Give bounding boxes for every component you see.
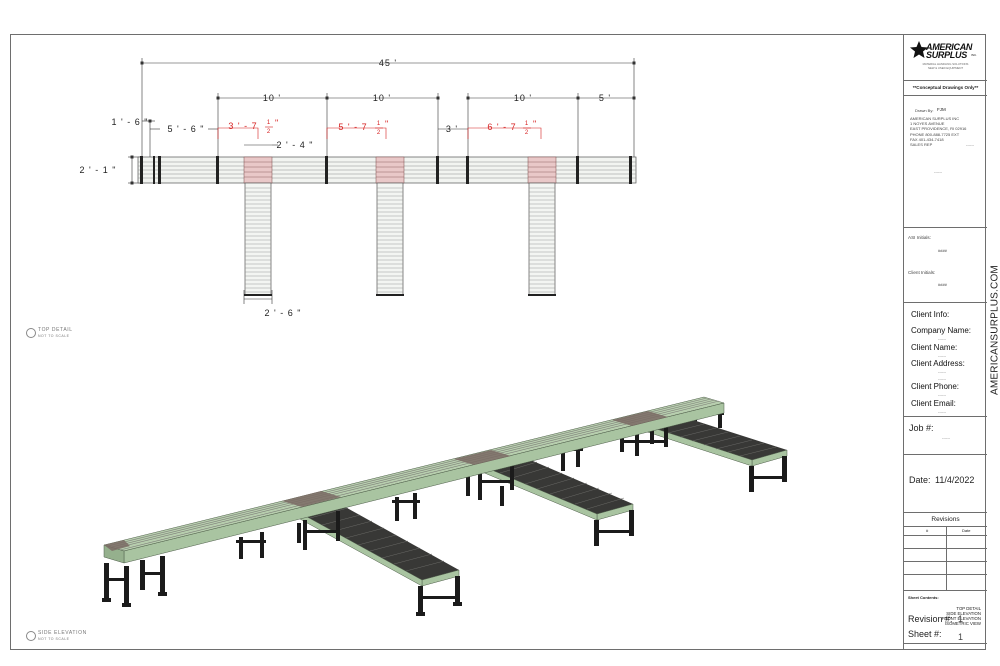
- conceptual-note: **Conceptual Drawings Only**: [904, 80, 987, 95]
- initials-section: ASI Initials: #### Client Initials: ####: [904, 227, 987, 302]
- dim-overall: 45 ': [379, 58, 397, 68]
- revision-number-label: Revision #:: [908, 614, 953, 624]
- job-value: ------: [942, 435, 950, 440]
- detail-marker-icon: [26, 328, 36, 338]
- title-block: AMERICAN SURPLUS INC. MATERIAL HANDLING …: [903, 34, 987, 650]
- sheet-number-value: 1: [958, 632, 964, 642]
- asi-initials-label: ASI Initials:: [908, 235, 931, 240]
- brand-suffix: INC.: [971, 53, 977, 57]
- dim-red-2: 5 ' - 7: [338, 122, 367, 132]
- svg-text:": ": [533, 119, 537, 129]
- website-text[interactable]: AMERICANSURPLUS.COM: [989, 265, 1000, 395]
- top-detail-scale: NOT TO SCALE: [38, 334, 70, 338]
- dim-red-1-den: 2: [267, 129, 271, 135]
- asi-initials-value: ####: [938, 248, 947, 253]
- brand-sub1: MATERIAL HANDLING SOLUTIONS: [922, 62, 969, 66]
- top-detail-tag: TOP DETAIL NOT TO SCALE: [38, 327, 73, 339]
- dim-red-3-num: 1: [525, 121, 529, 127]
- company-name-label: Company Name:: [911, 326, 972, 335]
- date-label: Date:: [909, 475, 931, 485]
- side-elevation-scale: NOT TO SCALE: [38, 637, 70, 641]
- side-elevation-tag: SIDE ELEVATION NOT TO SCALE: [38, 630, 87, 642]
- rev-col-number: #: [926, 528, 929, 533]
- client-email-label: Client Email:: [911, 399, 956, 408]
- phone-ext-value: ------: [966, 142, 974, 147]
- client-name-label: Client Name:: [911, 343, 958, 352]
- dim-left-offset-v: 1 ' - 6 ": [112, 117, 149, 127]
- date-section: Date: 11/4/2022: [904, 454, 987, 512]
- dim-red-2-den: 2: [377, 130, 381, 136]
- client-initials-value: ####: [938, 282, 947, 287]
- job-section: Job #: ------: [904, 416, 987, 454]
- drawn-by-label: Drawn By:: [915, 108, 934, 113]
- company-lines: AMERICAN SURPLUS INC 1 NOYES AVENUE EAST…: [910, 116, 967, 148]
- conceptual-text: **Conceptual Drawings Only**: [912, 85, 979, 90]
- dim-width-main: 2 ' - 1 ": [80, 165, 117, 175]
- dim-red-1-num: 1: [267, 120, 271, 126]
- revisions-label: Revisions: [931, 516, 960, 523]
- client-initials-label: Client Initials:: [908, 270, 936, 275]
- top-detail-view: 45 ' 10 ' 10 ' 10 ' 5 ' 1 ' - 6 " 5 ' - …: [80, 58, 637, 318]
- sheet-contents-list: TOP DETAIL SIDE ELEVATION FRONT ELEVATIO…: [941, 606, 981, 626]
- dim-left-offset-h: 5 ' - 6 ": [168, 124, 205, 134]
- sheet-contents: Sheet Contents: TOP DETAIL SIDE ELEVATIO…: [904, 590, 987, 643]
- brand-sub2: NEW & USED EQUIPMENT: [927, 66, 964, 70]
- client-info-label: Client Info:: [911, 310, 950, 319]
- rev-col-date: Date: [962, 528, 971, 533]
- brand-logo: AMERICAN SURPLUS INC. MATERIAL HANDLING …: [904, 34, 987, 80]
- dim-red-2-num: 1: [377, 121, 381, 127]
- side-elevation-label: SIDE ELEVATION: [38, 630, 87, 636]
- dim-red-1: 3 ' - 7: [228, 121, 257, 131]
- revisions-table: Revisions # Date: [904, 512, 987, 591]
- dim-seg2: 10 ': [373, 93, 391, 103]
- dim-spur-width: 2 ' - 4 ": [277, 140, 314, 150]
- client-phone-label: Client Phone:: [911, 382, 960, 391]
- isometric-view: [102, 396, 788, 616]
- job-label: Job #:: [909, 423, 934, 433]
- sales-rep-value: ------: [934, 169, 942, 174]
- dim-seg1: 10 ': [263, 93, 281, 103]
- date-value: 11/4/2022: [935, 475, 975, 485]
- dim-seg4: 5 ': [599, 93, 611, 103]
- drawing-border: [10, 34, 986, 650]
- client-address-label: Client Address:: [911, 359, 965, 368]
- client-info: Client Info: Company Name: ------ Client…: [904, 302, 987, 416]
- svg-text:": ": [385, 119, 389, 129]
- star-logo-icon: [910, 41, 928, 58]
- revision-sheet: [904, 643, 987, 650]
- brand-line1: AMERICAN: [926, 42, 973, 52]
- dim-spur-length: 2 ' - 6 ": [265, 308, 302, 318]
- top-detail-label: TOP DETAIL: [38, 327, 73, 333]
- brand-line2: SURPLUS: [926, 50, 967, 60]
- dim-gap: 3 ': [446, 124, 458, 134]
- dim-seg3: 10 ': [514, 93, 532, 103]
- company-info: Drawn By: FJM AMERICAN SURPLUS INC 1 NOY…: [904, 95, 987, 227]
- revision-number-value: 1: [958, 614, 964, 624]
- dim-red-3-den: 2: [525, 130, 529, 136]
- dim-red-3: 6 ' - 7: [487, 122, 516, 132]
- elevation-marker-icon: [26, 631, 36, 641]
- sheet-number-label: Sheet #:: [908, 629, 942, 639]
- svg-text:": ": [275, 118, 279, 128]
- sheet-contents-label: Sheet Contents:: [908, 595, 939, 600]
- drawn-by-value: FJM: [937, 107, 946, 112]
- website-vertical: AMERICANSURPLUS.COM: [988, 265, 1000, 395]
